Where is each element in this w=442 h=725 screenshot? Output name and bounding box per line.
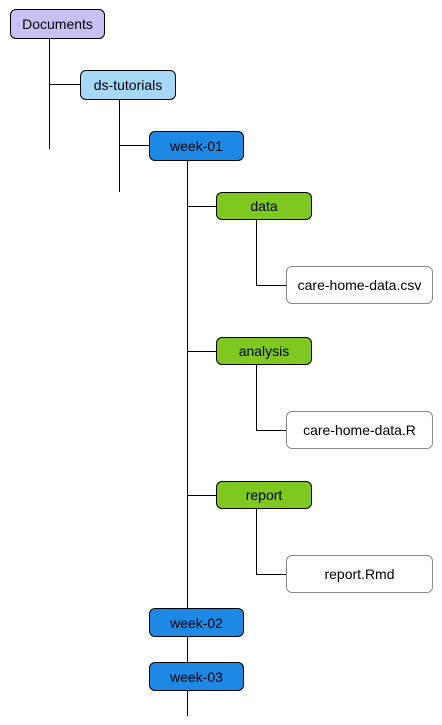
file-node-care-home-data-csv[interactable]: care-home-data.csv [286, 266, 433, 304]
connector-line [187, 637, 188, 663]
connector-line [119, 145, 149, 146]
connector-line [187, 206, 216, 207]
folder-node-week-01[interactable]: week-01 [149, 131, 244, 161]
connector-line [256, 220, 257, 285]
connector-line [187, 351, 216, 352]
folder-node-data[interactable]: data [216, 192, 312, 220]
connector-line [256, 285, 286, 286]
connector-line [187, 161, 188, 609]
connector-line [49, 39, 50, 149]
file-node-report-rmd[interactable]: report.Rmd [286, 555, 433, 593]
connector-line [256, 430, 286, 431]
folder-node-analysis[interactable]: analysis [216, 337, 312, 365]
connector-line [256, 574, 286, 575]
folder-node-week-03[interactable]: week-03 [149, 662, 244, 691]
folder-node-ds-tutorials[interactable]: ds-tutorials [80, 70, 176, 100]
connector-line [187, 691, 188, 716]
folder-node-week-02[interactable]: week-02 [149, 608, 244, 637]
file-node-care-home-data-r[interactable]: care-home-data.R [286, 411, 433, 449]
connector-line [119, 100, 120, 192]
connector-line [256, 365, 257, 430]
connector-line [187, 495, 216, 496]
connector-line [49, 84, 80, 85]
connector-line [256, 509, 257, 574]
folder-node-documents[interactable]: Documents [10, 9, 105, 39]
folder-node-report[interactable]: report [216, 481, 312, 509]
